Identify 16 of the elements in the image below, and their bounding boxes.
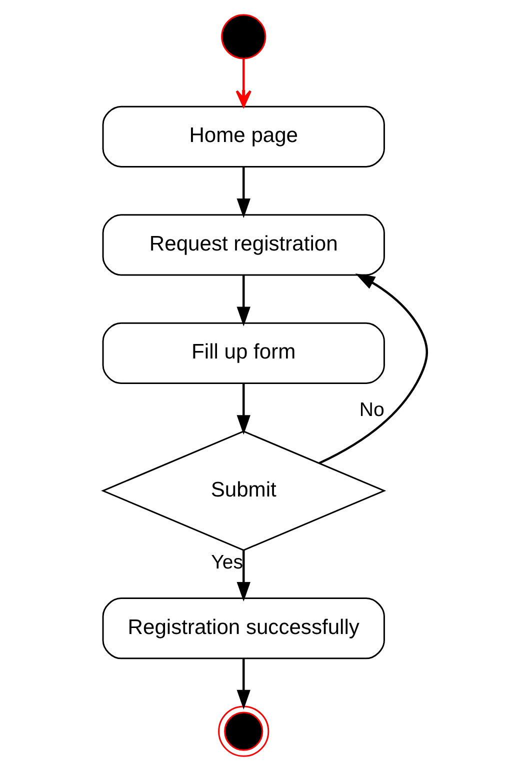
node-box: Home page: [102, 106, 385, 168]
arrow: [236, 384, 250, 435]
node-diamond: Submit: [101, 430, 386, 551]
node-box: Request registration: [102, 214, 385, 276]
edge-label: Yes: [211, 551, 244, 574]
arrow: [236, 550, 250, 602]
arrow: [318, 274, 428, 464]
edge-label: No: [359, 398, 384, 421]
arrow: [236, 658, 250, 710]
node-box: Registration successfully: [102, 598, 385, 660]
arrow: [236, 166, 250, 218]
arrow: [236, 58, 252, 108]
node-box: Fill up form: [102, 322, 385, 384]
arrow: [236, 275, 250, 326]
node-circle: [221, 14, 266, 60]
node-circle: [218, 706, 270, 757]
